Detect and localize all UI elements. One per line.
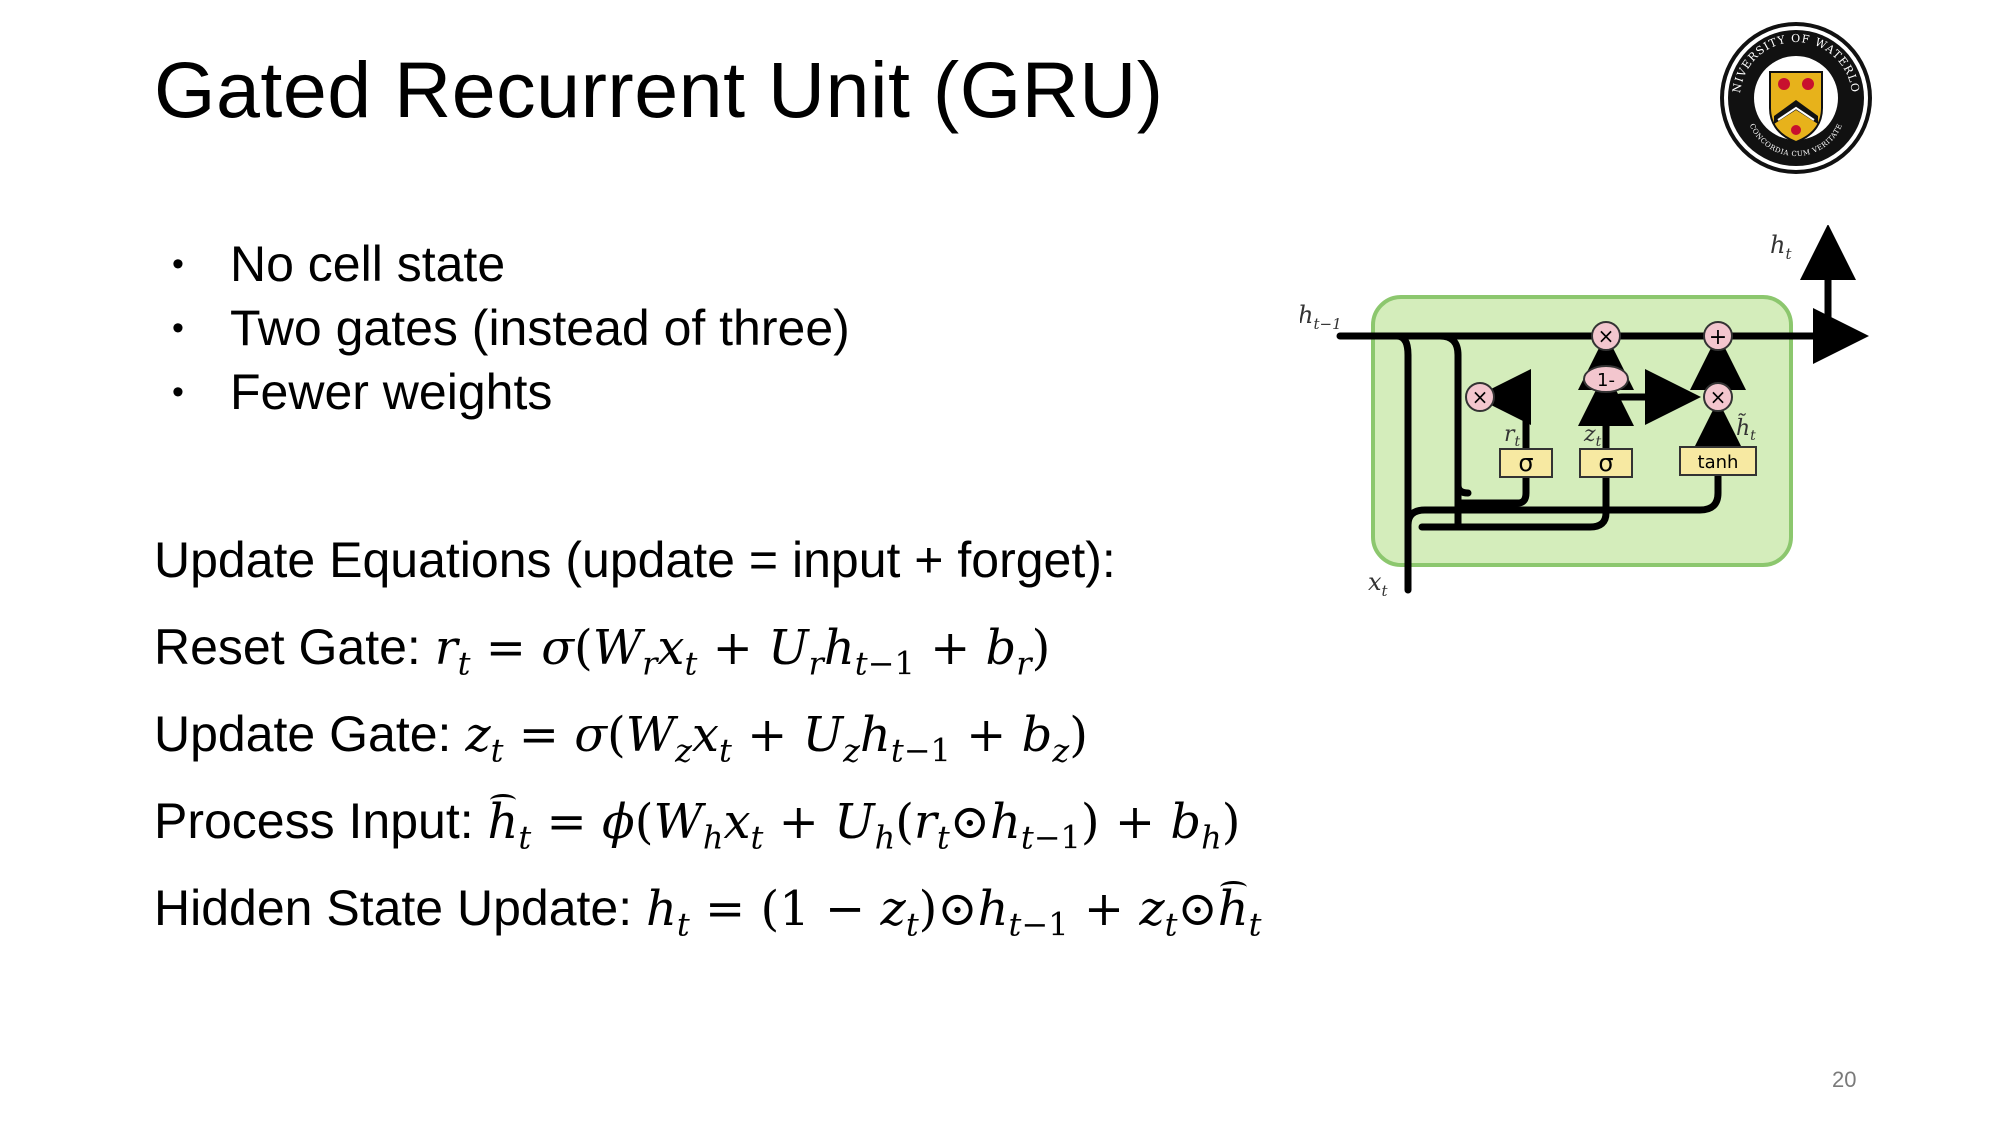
z-label: zt [1583, 422, 1602, 450]
h-prev-label: ht−1 [1300, 301, 1342, 333]
svg-text:×: × [1472, 385, 1489, 409]
one-minus-node: 1- [1583, 365, 1629, 393]
svg-text:×: × [1710, 385, 1727, 409]
bullet-list: •No cell state •Two gates (instead of th… [170, 232, 850, 424]
add-node: + [1703, 321, 1733, 351]
svg-text:σ: σ [1598, 449, 1613, 477]
hidden-state-update-equation: Hidden State Update: ht = (1 − zt)⊙ht−1 … [154, 876, 1261, 963]
top-multiply-node: × [1591, 321, 1621, 351]
equations-heading: Update Equations (update = input + forge… [154, 532, 1116, 588]
r-label: rt [1504, 422, 1521, 450]
svg-text:tanh: tanh [1698, 452, 1739, 473]
list-item: •Fewer weights [172, 364, 553, 420]
gru-cell-diagram: × × + × 1- σ σ tanh ht−1 xt ht rt zt h̃t [1300, 225, 1869, 600]
update-gate-sigma: σ [1579, 448, 1633, 478]
svg-text:×: × [1598, 324, 1615, 348]
list-item: •No cell state [172, 236, 506, 292]
reset-gate-equation: Reset Gate: rt = σ(Wrxt + Urht−1 + br) [154, 619, 1051, 683]
update-equations: Update Equations (update = input + forge… [154, 528, 1261, 963]
candidate-multiply-node: × [1703, 382, 1733, 412]
svg-text:σ: σ [1518, 449, 1533, 477]
gru-cell-body [1371, 295, 1793, 567]
university-of-waterloo-seal-logo: UNIVERSITY OF WATERLOO CONCORDIA CUM VER… [1718, 20, 1872, 174]
svg-text:1-: 1- [1597, 370, 1615, 391]
reset-multiply-node: × [1465, 382, 1495, 412]
process-input-equation: Process Input: ht = ϕ(Whxt + Uh(rt⊙ht−1)… [154, 789, 1261, 876]
candidate-tanh-box: tanh [1679, 446, 1757, 476]
list-item: •Two gates (instead of three) [172, 300, 850, 356]
x-input-label: xt [1368, 568, 1389, 600]
h-output-label: ht [1770, 231, 1792, 263]
h-tilde-label: h̃t [1736, 414, 1756, 444]
svg-text:+: + [1709, 325, 1727, 350]
update-gate-equation: Update Gate: zt = σ(Wzxt + Uzht−1 + bz) [154, 706, 1088, 770]
slide-title: Gated Recurrent Unit (GRU) [154, 45, 1164, 134]
page-number: 20 [1832, 1067, 1857, 1092]
reset-gate-sigma: σ [1499, 448, 1553, 478]
